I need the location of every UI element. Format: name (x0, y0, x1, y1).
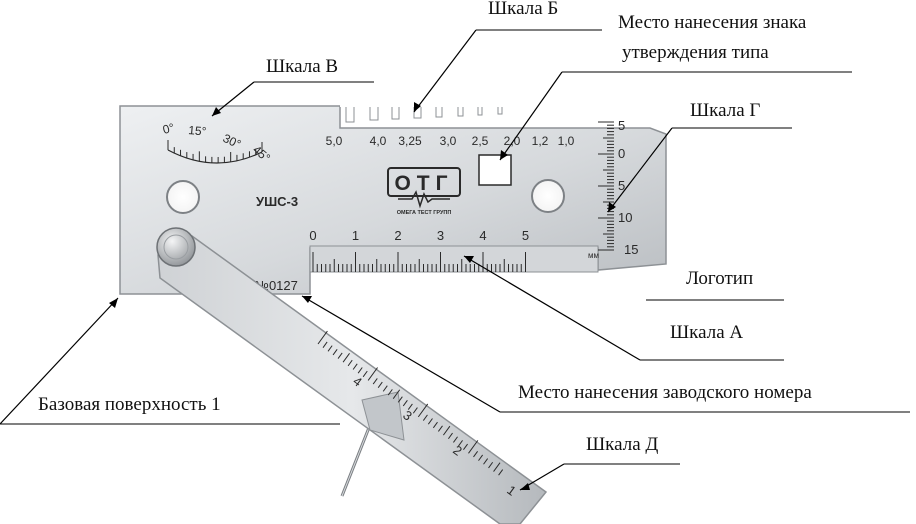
scale-v-label-15: 15° (188, 123, 207, 139)
scale-d-tick (377, 381, 383, 389)
scale-d-tick (483, 458, 489, 465)
scale-d-tick (432, 421, 438, 429)
scale-a-label: 2 (394, 228, 401, 243)
leader-scale-a (463, 255, 641, 361)
measuring-arm: 4 3 2 1 (156, 227, 548, 524)
company-name: ОМЕГА ТЕСТ ГРУПП (397, 210, 452, 216)
scale-d-tick (478, 454, 484, 461)
otg-logo: ОТГ ОМЕГА ТЕСТ ГРУПП (387, 167, 461, 216)
scale-a-labels: 0 1 2 3 4 5 (309, 228, 529, 243)
unit-label: мм (588, 251, 599, 260)
scale-g-label-5b: 5 (618, 178, 625, 193)
scale-a-label: 1 (352, 228, 359, 243)
scale-d-tick (327, 345, 333, 352)
callout-logo: Логотип (686, 268, 753, 289)
scale-d-tick (468, 440, 479, 454)
callout-scale-b: Шкала Б (488, 0, 558, 19)
leader-scale-g (607, 127, 673, 213)
callout-scale-g: Шкала Г (690, 100, 760, 121)
leader-serial (301, 295, 501, 413)
scale-b-label: 2,0 (504, 134, 521, 148)
scale-b-label: 3,25 (398, 134, 422, 148)
leader-scale-b (413, 29, 477, 113)
callout-type-mark-1: Место нанесения знака (618, 12, 807, 33)
scale-b-label: 1,2 (532, 134, 549, 148)
pivot-rivet (156, 227, 196, 267)
scale-d-tick (427, 418, 433, 425)
scale-b-label: 3,0 (440, 134, 457, 148)
scale-d-tick (392, 389, 401, 399)
scale-b-label: 2,5 (472, 134, 489, 148)
scale-b-label: 4,0 (370, 134, 387, 148)
scale-d-tick (342, 353, 350, 363)
scale-v-labels: 0° 15° 30° 45° (161, 120, 273, 165)
scale-d-tick (407, 403, 413, 410)
scale-b-label: 1,0 (558, 134, 575, 148)
scale-d-tick (498, 469, 504, 476)
scale-a-ticks (312, 252, 526, 272)
scale-g-label-5a: 5 (618, 118, 625, 133)
callout-scale-d: Шкала Д (586, 434, 658, 455)
callout-scale-a: Шкала А (670, 322, 743, 343)
scale-a-strip (309, 245, 599, 273)
scale-g-labels: 5 0 5 10 15 (618, 118, 638, 257)
scale-d-tick (357, 367, 363, 374)
scale-b-label: 5,0 (326, 134, 343, 148)
callout-type-mark-2: утверждения типа (622, 42, 769, 63)
right-hole (531, 179, 565, 213)
logo-text: ОТГ (394, 172, 453, 195)
leader-base-surface (0, 297, 119, 425)
left-hole (166, 180, 200, 214)
scale-b-labels: 5,0 4,0 3,25 3,0 2,5 2,0 1,2 1,0 (326, 134, 575, 148)
scale-d-tick (387, 389, 393, 396)
scale-d-ticks (317, 330, 504, 476)
scale-d-tick (322, 341, 328, 348)
leader-type-mark (499, 71, 563, 161)
callout-base-surface: Базовая поверхность 1 (38, 394, 221, 415)
arm-body (157, 235, 548, 524)
scale-d-tick (367, 367, 378, 381)
scale-a-label: 5 (522, 228, 529, 243)
scale-a-label: 3 (437, 228, 444, 243)
scale-d-tick (453, 436, 458, 443)
scale-d-tick (352, 363, 358, 370)
scale-d-tick (397, 396, 403, 403)
scale-g-label-0: 0 (618, 146, 625, 161)
arm-slider (361, 391, 405, 441)
scale-d-tick (402, 399, 408, 407)
scale-a-label: 4 (479, 228, 486, 243)
scale-g-label-15: 15 (624, 242, 638, 257)
scale-g-ticks (598, 121, 614, 251)
scale-d-tick (412, 407, 418, 414)
scale-v-ticks (167, 140, 263, 164)
scale-d-tick (442, 425, 451, 436)
scale-d-tick (347, 359, 353, 367)
scale-d-tick (362, 370, 368, 378)
scale-b-notches (345, 105, 503, 123)
scale-v-arc (167, 149, 263, 164)
scale-d-tick (422, 414, 428, 421)
scale-d-tick (463, 443, 468, 450)
model-label: УШС-3 (256, 194, 298, 209)
callout-serial: Место нанесения заводского номера (518, 382, 812, 403)
scale-d-tick (372, 378, 378, 385)
scale-d-tick (437, 425, 443, 432)
type-mark-square (478, 154, 512, 186)
scale-d-tick (317, 330, 328, 345)
scale-d-tick (382, 385, 388, 392)
scale-d-tick (337, 352, 343, 359)
scale-d-tick (448, 432, 453, 440)
scale-g-label-10: 10 (618, 210, 632, 225)
scale-d-tick (417, 403, 429, 418)
scale-v-label-0: 0° (161, 120, 176, 137)
callout-scale-v: Шкала В (266, 56, 338, 77)
scale-a-label: 0 (309, 228, 316, 243)
scale-d-tick (458, 440, 463, 447)
scale-d-tick (473, 451, 479, 458)
scale-d-tick (493, 462, 501, 472)
scale-d-tick (332, 348, 338, 356)
scale-d-tick (488, 461, 494, 469)
leader-scale-v (211, 81, 255, 117)
